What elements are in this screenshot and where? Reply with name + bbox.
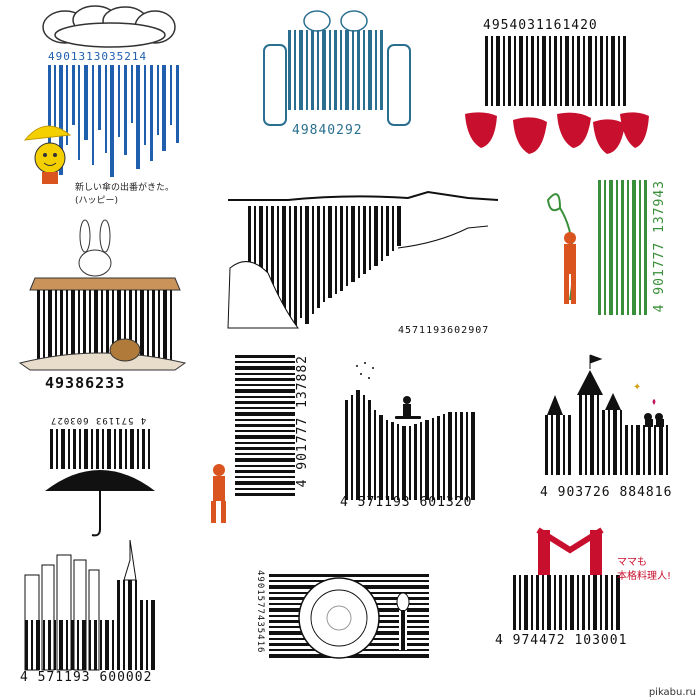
rain-caption-line1: 新しい傘の出番がきた。 xyxy=(75,183,175,193)
waterfall-barcode-tile: 4571193602907 xyxy=(227,188,499,338)
waterfall-barcode-number: 4571193602907 xyxy=(398,325,490,336)
rabbit-barcode-tile: 49386233 xyxy=(15,219,190,398)
cloud-icon xyxy=(42,5,176,48)
umbrella-bars xyxy=(45,429,155,537)
mover-barcode-number: 4 901777 137882 xyxy=(295,355,310,488)
umbrella-barcode-number: 4 571193 603027 xyxy=(50,415,147,425)
city-skyline-icon xyxy=(24,539,155,671)
rabbit-icon xyxy=(18,219,187,371)
apron-barcode-tile: ママも 本格料理人! 4 974472 103001 xyxy=(495,525,685,655)
apron-caption-line1: ママも xyxy=(617,557,647,568)
city-barcode-tile: 4 571193 600002 xyxy=(20,539,165,690)
rain-caption-line2: (ハッピー) xyxy=(75,196,119,206)
plate-barcode-number: 4901577435416 xyxy=(255,570,265,654)
strawberry-icon xyxy=(465,112,649,154)
strawberry-bars xyxy=(465,36,649,154)
rabbit-barcode-number: 49386233 xyxy=(45,374,126,392)
waterfall-icon xyxy=(227,190,499,329)
strawberry-barcode-tile: 4954031161420 xyxy=(465,18,650,154)
vine-barcode-tile: 4 901777 137943 xyxy=(540,180,675,345)
sofa-barcode-tile: 49840292 xyxy=(262,5,412,140)
surfer-icon xyxy=(395,396,421,419)
castle-barcode-tile: ✦ 4 903726 884816 xyxy=(535,354,685,505)
rain-barcode-number: 4901313035214 xyxy=(48,50,148,63)
strawberry-barcode-number: 4954031161420 xyxy=(483,18,598,33)
apron-caption-line2: 本格料理人! xyxy=(617,571,672,582)
sofa-barcode-number: 49840292 xyxy=(292,123,363,138)
vine-barcode-number: 4 901777 137943 xyxy=(652,180,667,313)
vine-icon xyxy=(546,180,647,315)
climbing-figure-icon xyxy=(564,232,576,304)
castle-barcode-number: 4 903726 884816 xyxy=(540,485,673,500)
wave-icon xyxy=(345,362,475,500)
rain-barcode-tile: 4901313035214 新しい傘の出番がきた。 (ハッピー) xyxy=(23,5,190,210)
cats-icon xyxy=(644,413,664,427)
castle-icon: ✦ xyxy=(545,354,668,475)
wave-barcode-number: 4 571193 601320 xyxy=(340,495,473,510)
svg-text:✦: ✦ xyxy=(633,382,641,393)
apron-barcode-number: 4 974472 103001 xyxy=(495,633,628,648)
happy-character-icon xyxy=(23,125,72,184)
sofa-icon xyxy=(263,10,411,126)
rain-bars xyxy=(48,65,179,177)
mover-barcode-tile: 4 901777 137882 xyxy=(205,350,320,530)
wave-barcode-tile: 4 571193 601320 xyxy=(335,360,485,520)
mover-bars xyxy=(211,355,295,523)
mover-figure-icon xyxy=(211,464,226,523)
plate-barcode-tile: 4901577435416 xyxy=(255,570,435,670)
umbrella-barcode-tile: 4 571193 603027 xyxy=(45,415,165,537)
plate-icon xyxy=(269,574,429,659)
watermark: pikabu.ru xyxy=(648,687,696,698)
apron-icon xyxy=(513,527,620,630)
city-barcode-number: 4 571193 600002 xyxy=(20,670,153,685)
umbrella-icon xyxy=(45,470,155,491)
